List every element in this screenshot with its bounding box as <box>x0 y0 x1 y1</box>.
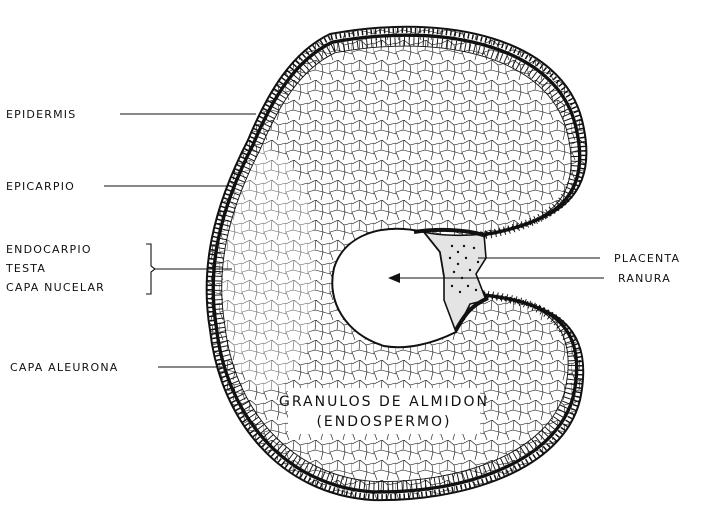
bracket <box>146 244 155 294</box>
label-placenta: PLACENTA <box>614 252 680 265</box>
label-ranura: RANURA <box>618 272 671 285</box>
label-endospermo: (ENDOSPERMO) <box>316 414 451 430</box>
label-capa-aleurona: CAPA ALEURONA <box>10 361 118 374</box>
label-epicarpio: EPICARPIO <box>6 180 75 193</box>
label-endocarpio: ENDOCARPIO <box>6 243 92 256</box>
label-capa-nucelar: CAPA NUCELAR <box>6 281 105 294</box>
label-granulos: GRANULOS DE ALMIDON <box>279 394 489 410</box>
label-testa: TESTA <box>5 262 46 275</box>
label-epidermis: EPIDERMIS <box>6 108 76 121</box>
